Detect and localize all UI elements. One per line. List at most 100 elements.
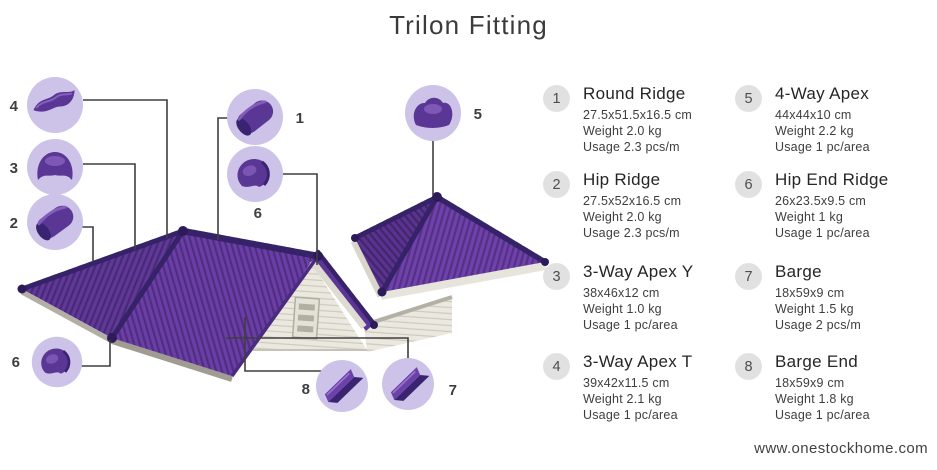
item-text: Hip Ridge 27.5x52x16.5 cm Weight 2.0 kg …	[583, 170, 681, 241]
legend-item-3way-apex-y: 3 3-Way Apex Y 38x46x12 cm Weight 1.0 kg…	[543, 262, 693, 333]
callout-number-1: 1	[296, 110, 305, 127]
item-number: 1	[552, 90, 561, 107]
item-weight: Weight 1.8 kg	[775, 392, 854, 406]
callout-8	[316, 360, 368, 412]
website-url: www.onestockhome.com	[754, 440, 928, 457]
barge-edge	[230, 254, 320, 378]
legend-item-4way-apex: 5 4-Way Apex 44x44x10 cm Weight 2.2 kg U…	[735, 84, 870, 155]
item-size: 39x42x11.5 cm	[583, 376, 670, 390]
callout-numbers: 4 3 2 1 6 5 6 8 7	[10, 98, 482, 399]
callout-number-6a: 6	[254, 205, 263, 222]
callout-7	[382, 358, 434, 410]
item-weight: Weight 1.5 kg	[775, 302, 854, 316]
item-weight: Weight 2.1 kg	[583, 392, 662, 406]
item-usage: Usage 2 pcs/m	[775, 318, 861, 332]
callout-number-2: 2	[10, 215, 19, 232]
item-name: Barge End	[775, 352, 859, 371]
pyramid-eave-fascia	[350, 239, 385, 298]
item-size: 18x59x9 cm	[775, 286, 845, 300]
hip-end-ridge-icon	[237, 159, 270, 187]
item-text: Barge 18x59x9 cm Weight 1.5 kg Usage 2 p…	[775, 262, 861, 333]
legend-column-2: 5 4-Way Apex 44x44x10 cm Weight 2.2 kg U…	[735, 0, 935, 470]
legend-column-1: 1 Round Ridge 27.5x51.5x16.5 cm Weight 2…	[543, 0, 743, 470]
barge-end-cap	[370, 321, 378, 329]
callout-5	[405, 85, 461, 141]
pyramid-right-slope	[382, 197, 545, 292]
item-name: Barge	[775, 262, 822, 281]
item-size: 44x44x10 cm	[775, 108, 852, 122]
callout-line-1	[217, 117, 228, 240]
item-text: Round Ridge 27.5x51.5x16.5 cm Weight 2.0…	[583, 84, 692, 155]
main-roof-illustration	[17, 226, 378, 382]
item-usage: Usage 2.3 pcs/m	[583, 140, 680, 154]
pyramid-eave-fascia	[380, 262, 547, 300]
item-number-badge: 4	[543, 353, 570, 380]
item-weight: Weight 1 kg	[775, 210, 843, 224]
three-way-apex-t-icon	[33, 89, 75, 112]
callout-2	[27, 194, 83, 250]
callout-line-7	[226, 337, 409, 360]
item-weight: Weight 2.0 kg	[583, 210, 662, 224]
hip-ridge-line	[109, 228, 186, 341]
item-usage: Usage 1 pc/area	[583, 318, 678, 332]
legend-item-barge-end: 8 Barge End 18x59x9 cm Weight 1.8 kg Usa…	[735, 352, 870, 423]
callout-4	[27, 77, 83, 133]
round-ridge-icon	[236, 100, 274, 136]
item-name: Round Ridge	[583, 84, 686, 103]
item-number: 4	[552, 358, 561, 375]
item-usage: Usage 1 pc/area	[775, 226, 870, 240]
item-weight: Weight 2.2 kg	[775, 124, 854, 138]
callout-6b	[31, 336, 83, 388]
item-usage: Usage 2.3 pcs/m	[583, 226, 680, 240]
barge-ridge-line	[315, 249, 377, 327]
item-weight: Weight 1.0 kg	[583, 302, 662, 316]
callout-lines	[80, 99, 434, 372]
item-text: 4-Way Apex 44x44x10 cm Weight 2.2 kg Usa…	[775, 84, 870, 155]
item-text: 3-Way Apex T 39x42x11.5 cm Weight 2.1 kg…	[583, 352, 692, 423]
four-way-apex-icon	[413, 97, 453, 128]
item-number: 8	[744, 358, 753, 375]
callout-number-3: 3	[10, 160, 19, 177]
hip-end-ridge-icon	[41, 348, 71, 374]
item-name: 3-Way Apex T	[583, 352, 693, 371]
item-number: 6	[744, 176, 753, 193]
hip-end-cap	[351, 234, 359, 242]
callout-number-6b: 6	[12, 354, 21, 371]
callout-line-4	[83, 99, 168, 238]
item-number-badge: 2	[543, 171, 570, 198]
pyramid-left-slope	[355, 197, 437, 292]
hip-end-cap	[107, 333, 117, 343]
callout-1	[227, 89, 283, 145]
item-name: Hip End Ridge	[775, 170, 889, 189]
item-number-badge: 5	[735, 85, 762, 112]
item-number-badge: 6	[735, 171, 762, 198]
item-name: 4-Way Apex	[775, 84, 870, 103]
item-text: 3-Way Apex Y 38x46x12 cm Weight 1.0 kg U…	[583, 262, 693, 333]
callout-line-6b	[80, 340, 111, 367]
callout-line-3	[83, 163, 136, 250]
item-usage: Usage 1 pc/area	[775, 140, 870, 154]
item-number-badge: 7	[735, 263, 762, 290]
eave-fascia	[20, 289, 114, 344]
item-number: 3	[552, 268, 561, 285]
side-eave-shadow	[363, 295, 453, 327]
hip-ridge-line	[434, 194, 548, 265]
callout-number-4: 4	[10, 98, 19, 115]
callout-number-7: 7	[449, 382, 458, 399]
item-size: 27.5x51.5x16.5 cm	[583, 108, 693, 122]
four-way-apex-cap	[432, 192, 442, 202]
gable-louver-vent	[291, 296, 321, 340]
hip-ridge-line	[352, 194, 440, 241]
item-text: Hip End Ridge 26x23.5x9.5 cm Weight 1 kg…	[775, 170, 889, 241]
item-name: Hip Ridge	[583, 170, 661, 189]
item-name: 3-Way Apex Y	[583, 262, 694, 281]
callout-line-8	[244, 317, 323, 372]
item-usage: Usage 1 pc/area	[583, 408, 678, 422]
item-usage: Usage 1 pc/area	[775, 408, 870, 422]
callouts	[27, 77, 461, 412]
callout-line-6a	[283, 173, 318, 265]
item-number: 7	[744, 268, 753, 285]
barge-end-icon	[324, 369, 364, 403]
callout-line-2	[82, 226, 94, 262]
